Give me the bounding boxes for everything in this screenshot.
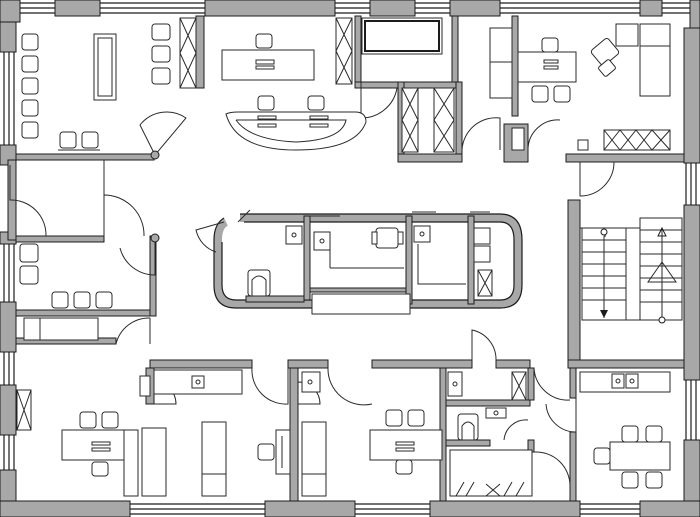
office-bottom-three bbox=[301, 371, 443, 497]
cabinet bbox=[301, 421, 327, 497]
cabinet bbox=[201, 421, 227, 497]
chair bbox=[531, 85, 549, 103]
sink bbox=[301, 371, 321, 393]
office-top-right bbox=[489, 23, 671, 151]
office-chair bbox=[541, 37, 559, 53]
office-chair bbox=[307, 95, 325, 111]
sink bbox=[447, 371, 463, 397]
sink bbox=[577, 139, 589, 151]
office-left-mid bbox=[19, 243, 113, 341]
office-chair bbox=[255, 33, 273, 49]
cabinet bbox=[615, 23, 639, 47]
office-bottom-right bbox=[579, 371, 671, 489]
chair bbox=[553, 85, 571, 103]
core-counter bbox=[311, 293, 411, 315]
bottom-windows bbox=[130, 503, 640, 515]
toilet bbox=[457, 413, 479, 441]
toilet bbox=[247, 269, 271, 297]
right-windows bbox=[685, 163, 697, 440]
washbasin bbox=[485, 407, 507, 419]
reception-area bbox=[221, 33, 367, 151]
office-top-left bbox=[21, 17, 197, 151]
chair-column-right bbox=[151, 23, 171, 85]
stairwell bbox=[580, 217, 683, 324]
sink bbox=[413, 225, 431, 243]
chair bbox=[81, 131, 99, 149]
chair-column-left bbox=[21, 33, 39, 139]
armchair-rotated bbox=[590, 37, 620, 77]
office-chair bbox=[395, 459, 413, 475]
meeting-room bbox=[335, 17, 455, 153]
counter bbox=[579, 371, 671, 393]
wardrobe bbox=[335, 17, 353, 85]
cabinet bbox=[473, 245, 491, 263]
office-chair bbox=[257, 95, 275, 111]
cabinet bbox=[141, 427, 167, 497]
bed bbox=[639, 23, 671, 97]
central-core bbox=[195, 209, 523, 315]
sink bbox=[285, 225, 303, 245]
wc-block bbox=[447, 371, 533, 497]
armchair bbox=[375, 227, 399, 249]
office-bottom-left bbox=[61, 369, 243, 497]
desk bbox=[221, 49, 315, 81]
screen-cabinet bbox=[361, 17, 443, 55]
wardrobe bbox=[179, 17, 197, 89]
shelf bbox=[603, 129, 671, 151]
locker-row bbox=[401, 87, 455, 153]
cabinet bbox=[489, 27, 513, 99]
sink bbox=[313, 231, 331, 251]
chair bbox=[257, 443, 275, 461]
left-windows bbox=[3, 52, 15, 470]
reception-counter bbox=[225, 111, 367, 151]
top-windows bbox=[20, 2, 690, 14]
cabinet bbox=[473, 227, 491, 245]
desk bbox=[609, 441, 671, 471]
office-chair bbox=[91, 461, 109, 477]
chair bbox=[59, 131, 77, 149]
office-bottom-mid bbox=[141, 421, 291, 497]
